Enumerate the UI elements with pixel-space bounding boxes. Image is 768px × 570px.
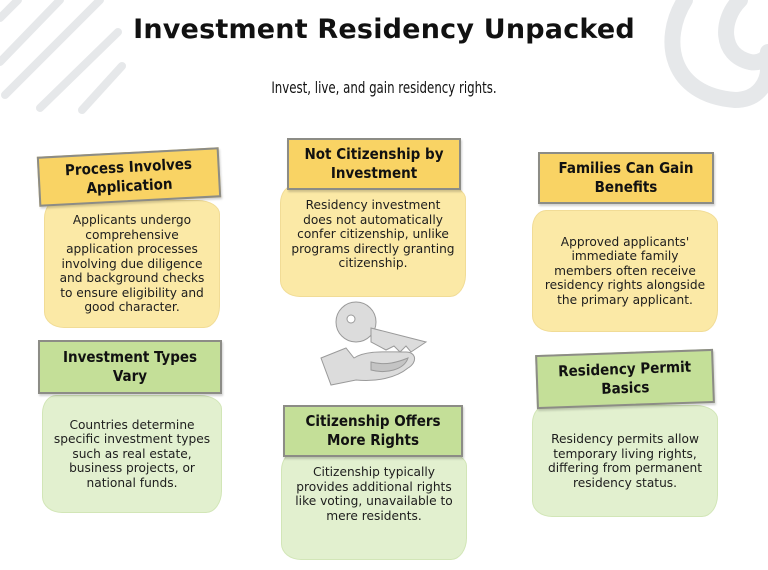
page-title: Investment Residency Unpacked (133, 14, 635, 45)
card-body: Residency permits allow temporary living… (532, 405, 718, 517)
card-body: Applicants undergo comprehensive applica… (44, 200, 220, 328)
page-subtitle: Invest, live, and gain residency rights. (271, 78, 497, 97)
hand-holding-key-icon (320, 301, 428, 386)
card-heading: Citizenship Offers More Rights (283, 405, 463, 457)
card-heading: Families Can Gain Benefits (538, 152, 714, 204)
card-body: Approved applicants' immediate family me… (532, 210, 718, 332)
card-body: Citizenship typically provides additiona… (281, 452, 467, 560)
card-heading: Process Involves Application (36, 147, 222, 207)
card-heading: Not Citizenship by Investment (287, 138, 461, 190)
brush-stroke-decoration (0, 0, 126, 114)
card-body: Countries determine specific investment … (42, 395, 222, 513)
card-heading: Investment Types Vary (38, 340, 222, 394)
card-body: Residency investment does not automatica… (280, 185, 466, 297)
card-heading: Residency Permit Basics (535, 348, 715, 410)
spiral-decoration (664, 0, 768, 109)
